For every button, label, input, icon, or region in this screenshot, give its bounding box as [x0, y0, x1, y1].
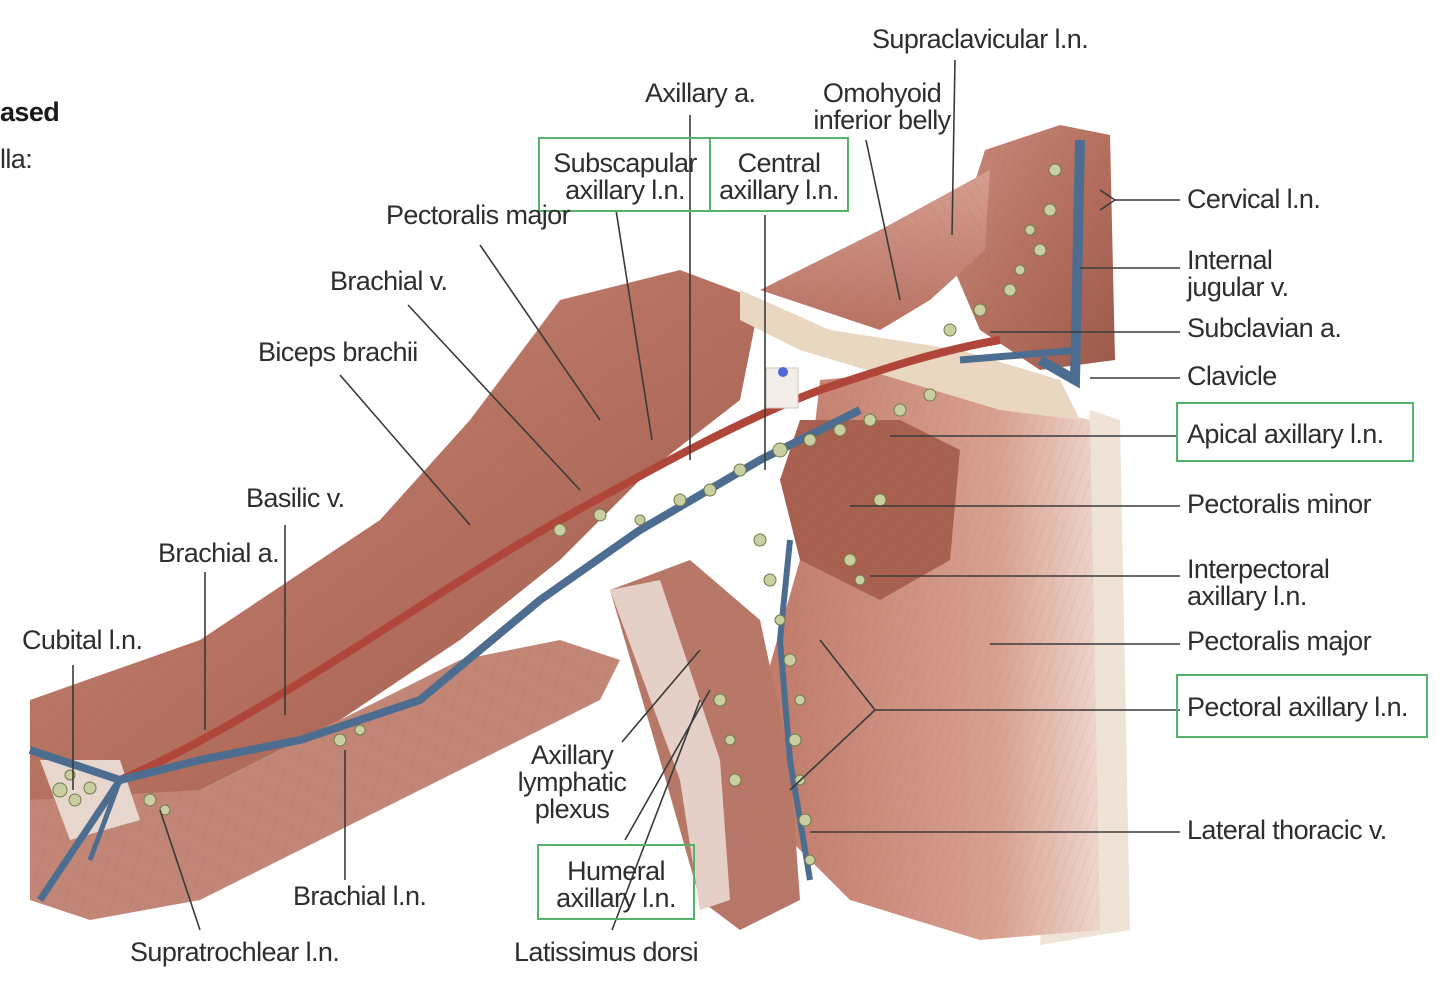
label-brachial-artery: Brachial a. [158, 538, 280, 568]
label-subscapular-axillary-ln: Subscapular axillary l.n. [543, 150, 707, 204]
label-line: axillary l.n. [556, 883, 676, 913]
label-brachial-ln: Brachial l.n. [293, 881, 427, 911]
label-interpectoral-axillary-ln: Interpectoral axillary l.n. [1187, 554, 1330, 611]
label-central-axillary-ln: Central axillary l.n. [711, 150, 847, 204]
label-cervical-ln: Cervical l.n. [1187, 184, 1321, 214]
cropped-text-fragment: ased [0, 97, 60, 127]
highlight-box-central [709, 137, 849, 212]
label-internal-jugular-vein: Internal jugular v. [1187, 247, 1289, 301]
label-brachial-vein: Brachial v. [330, 266, 448, 296]
jugular-vein [1037, 139, 1085, 389]
clavicle-shape [740, 290, 1080, 420]
label-pectoralis-minor: Pectoralis minor [1187, 489, 1372, 519]
label-line: plexus [534, 794, 610, 824]
label-clavicle: Clavicle [1187, 361, 1277, 391]
label-basilic-vein: Basilic v. [246, 483, 345, 513]
label-line: axillary l.n. [719, 175, 839, 205]
label-lateral-thoracic-vein: Lateral thoracic v. [1187, 815, 1387, 845]
highlight-box-apical [1176, 402, 1414, 462]
label-omohyoid: Omohyoid inferior belly [806, 80, 958, 134]
label-pectoralis-major-top: Pectoralis major [386, 200, 571, 230]
label-line: jugular v. [1187, 272, 1289, 302]
cropped-text-fragment: lla: [0, 144, 33, 174]
label-line: Interpectoral [1187, 554, 1330, 584]
label-humeral-axillary-ln: Humeral axillary l.n. [541, 858, 691, 912]
label-line: Internal [1187, 245, 1273, 275]
label-pectoralis-major-right: Pectoralis major [1187, 626, 1372, 656]
label-line: inferior belly [813, 105, 951, 135]
label-line: lymphatic [517, 767, 627, 797]
highlight-box-humeral [537, 844, 695, 920]
label-line: Axillary [530, 740, 614, 770]
label-supraclavicular-ln: Supraclavicular l.n. [872, 24, 1089, 54]
label-biceps-brachii: Biceps brachii [258, 337, 418, 367]
label-line: Omohyoid [822, 78, 942, 108]
label-line: Central [737, 148, 821, 178]
label-supratrochlear-ln: Supratrochlear l.n. [130, 937, 340, 967]
basilic-vein [28, 406, 862, 785]
lymph-nodes [52, 163, 1062, 866]
label-pectoral-axillary-ln: Pectoral axillary l.n. [1187, 692, 1408, 722]
label-line: axillary l.n. [1187, 581, 1307, 611]
label-subclavian-artery: Subclavian a. [1187, 313, 1342, 343]
label-axillary-lymphatic-plexus: Axillary lymphatic plexus [510, 742, 634, 823]
label-axillary-artery: Axillary a. [645, 78, 756, 108]
brachial-artery [118, 386, 822, 784]
label-latissimus-dorsi: Latissimus dorsi [514, 937, 699, 967]
label-line: axillary l.n. [565, 175, 685, 205]
highlight-box-pectoral [1176, 674, 1428, 738]
label-line: Humeral [567, 856, 665, 886]
leader-lines [72, 59, 1180, 931]
label-cubital-ln: Cubital l.n. [22, 625, 143, 655]
label-line: Subscapular [553, 148, 697, 178]
label-apical-axillary-ln: Apical axillary l.n. [1187, 419, 1384, 449]
